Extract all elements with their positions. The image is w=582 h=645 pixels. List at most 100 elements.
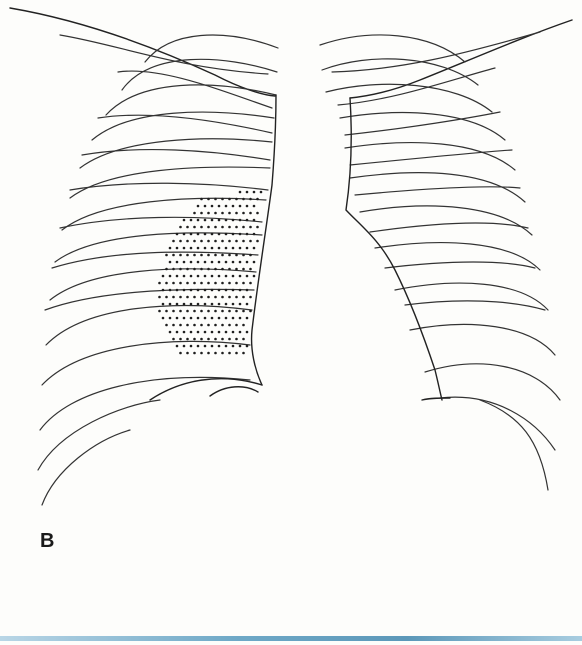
stipple-dot: [176, 331, 179, 334]
stipple-dot: [183, 289, 186, 292]
stipple-dot: [256, 240, 259, 243]
stipple-dot: [225, 205, 228, 208]
stipple-dot: [186, 338, 189, 341]
stipple-dot: [200, 198, 203, 201]
stipple-dot: [204, 219, 207, 222]
stipple-dot: [221, 338, 224, 341]
stipple-dot: [228, 240, 231, 243]
stipple-dot: [242, 324, 245, 327]
stipple-dot: [211, 345, 214, 348]
right-hemidiaphragm: [150, 379, 262, 400]
stipple-dot: [214, 212, 217, 215]
stipple-dot: [221, 268, 224, 271]
stipple-dot: [235, 268, 238, 271]
stipple-dot: [200, 352, 203, 355]
stipple-dot: [211, 289, 214, 292]
stipple-dot: [218, 289, 221, 292]
stipple-dot: [193, 226, 196, 229]
stipple-dot: [242, 212, 245, 215]
right-rib-posterior-8: [55, 233, 262, 262]
stipple-dot: [211, 261, 214, 264]
stipple-dot: [256, 198, 259, 201]
stipple-dot: [239, 317, 242, 320]
stipple-dot: [253, 233, 256, 236]
stipple-dot: [253, 275, 256, 278]
stipple-dot: [228, 198, 231, 201]
stipple-dot: [193, 310, 196, 313]
left-lateral-costal-margin-2: [480, 400, 548, 490]
stipple-dot: [239, 331, 242, 334]
stipple-dot: [221, 352, 224, 355]
stipple-dot: [197, 247, 200, 250]
stipple-dot: [176, 303, 179, 306]
left-ribs: [320, 32, 560, 490]
stipple-dot: [162, 275, 165, 278]
left-rib-posterior-7: [360, 206, 532, 235]
stipple-dot: [197, 275, 200, 278]
stipple-dot: [239, 205, 242, 208]
stipple-dot: [207, 282, 210, 285]
stipple-dot: [235, 212, 238, 215]
stipple-dot: [190, 303, 193, 306]
stipple-dot: [193, 212, 196, 215]
stipple-dot: [232, 317, 235, 320]
stipple-dot: [239, 233, 242, 236]
stipple-dot: [197, 317, 200, 320]
stipple-dot: [221, 212, 224, 215]
stipple-dot: [218, 303, 221, 306]
stipple-dot: [190, 233, 193, 236]
stipple-dot: [235, 240, 238, 243]
stipple-dot: [239, 261, 242, 264]
stipple-dot: [249, 296, 252, 299]
stipple-dot: [193, 240, 196, 243]
right-rib-anterior-4: [82, 150, 270, 160]
stipple-dot: [242, 226, 245, 229]
stipple-dot: [214, 282, 217, 285]
stipple-dot: [225, 275, 228, 278]
stipple-dot: [172, 240, 175, 243]
stipple-dot: [197, 205, 200, 208]
stipple-dot: [225, 219, 228, 222]
stipple-dot: [162, 289, 165, 292]
stipple-dot: [221, 324, 224, 327]
stipple-dot: [253, 205, 256, 208]
stipple-dot: [249, 198, 252, 201]
stipple-dot: [176, 247, 179, 250]
stipple-dot: [211, 303, 214, 306]
stipple-dot: [179, 254, 182, 257]
stipple-dot: [183, 317, 186, 320]
stipple-dot: [176, 275, 179, 278]
stipple-dot: [225, 233, 228, 236]
stipple-dot: [235, 254, 238, 257]
right-lateral-costal-margin-2: [38, 400, 160, 470]
stipple-dot: [158, 282, 161, 285]
stipple-dot: [186, 310, 189, 313]
stipple-dot: [225, 303, 228, 306]
left-hemidiaphragm: [422, 398, 450, 400]
stipple-dot: [172, 254, 175, 257]
stipple-dot: [225, 261, 228, 264]
stipple-dot: [165, 296, 168, 299]
stipple-dot: [246, 331, 249, 334]
left-rib-posterior-11: [425, 364, 560, 400]
stipple-dot: [218, 345, 221, 348]
stipple-dot: [183, 303, 186, 306]
stipple-dot: [235, 324, 238, 327]
stipple-dot: [204, 275, 207, 278]
stipple-dot: [249, 282, 252, 285]
right-rib-anterior-3: [98, 115, 272, 133]
right-rib-posterior-6: [70, 167, 270, 198]
stipple-dot: [169, 331, 172, 334]
stipple-dot: [253, 219, 256, 222]
stipple-dot: [179, 268, 182, 271]
stipple-dot: [186, 296, 189, 299]
stipple-dot: [193, 352, 196, 355]
stipple-dot: [246, 219, 249, 222]
stipple-dot: [197, 261, 200, 264]
stipple-dot: [186, 352, 189, 355]
stipple-dot: [239, 191, 242, 194]
stipple-dot: [246, 191, 249, 194]
stipple-dot: [169, 261, 172, 264]
stipple-dot: [183, 331, 186, 334]
